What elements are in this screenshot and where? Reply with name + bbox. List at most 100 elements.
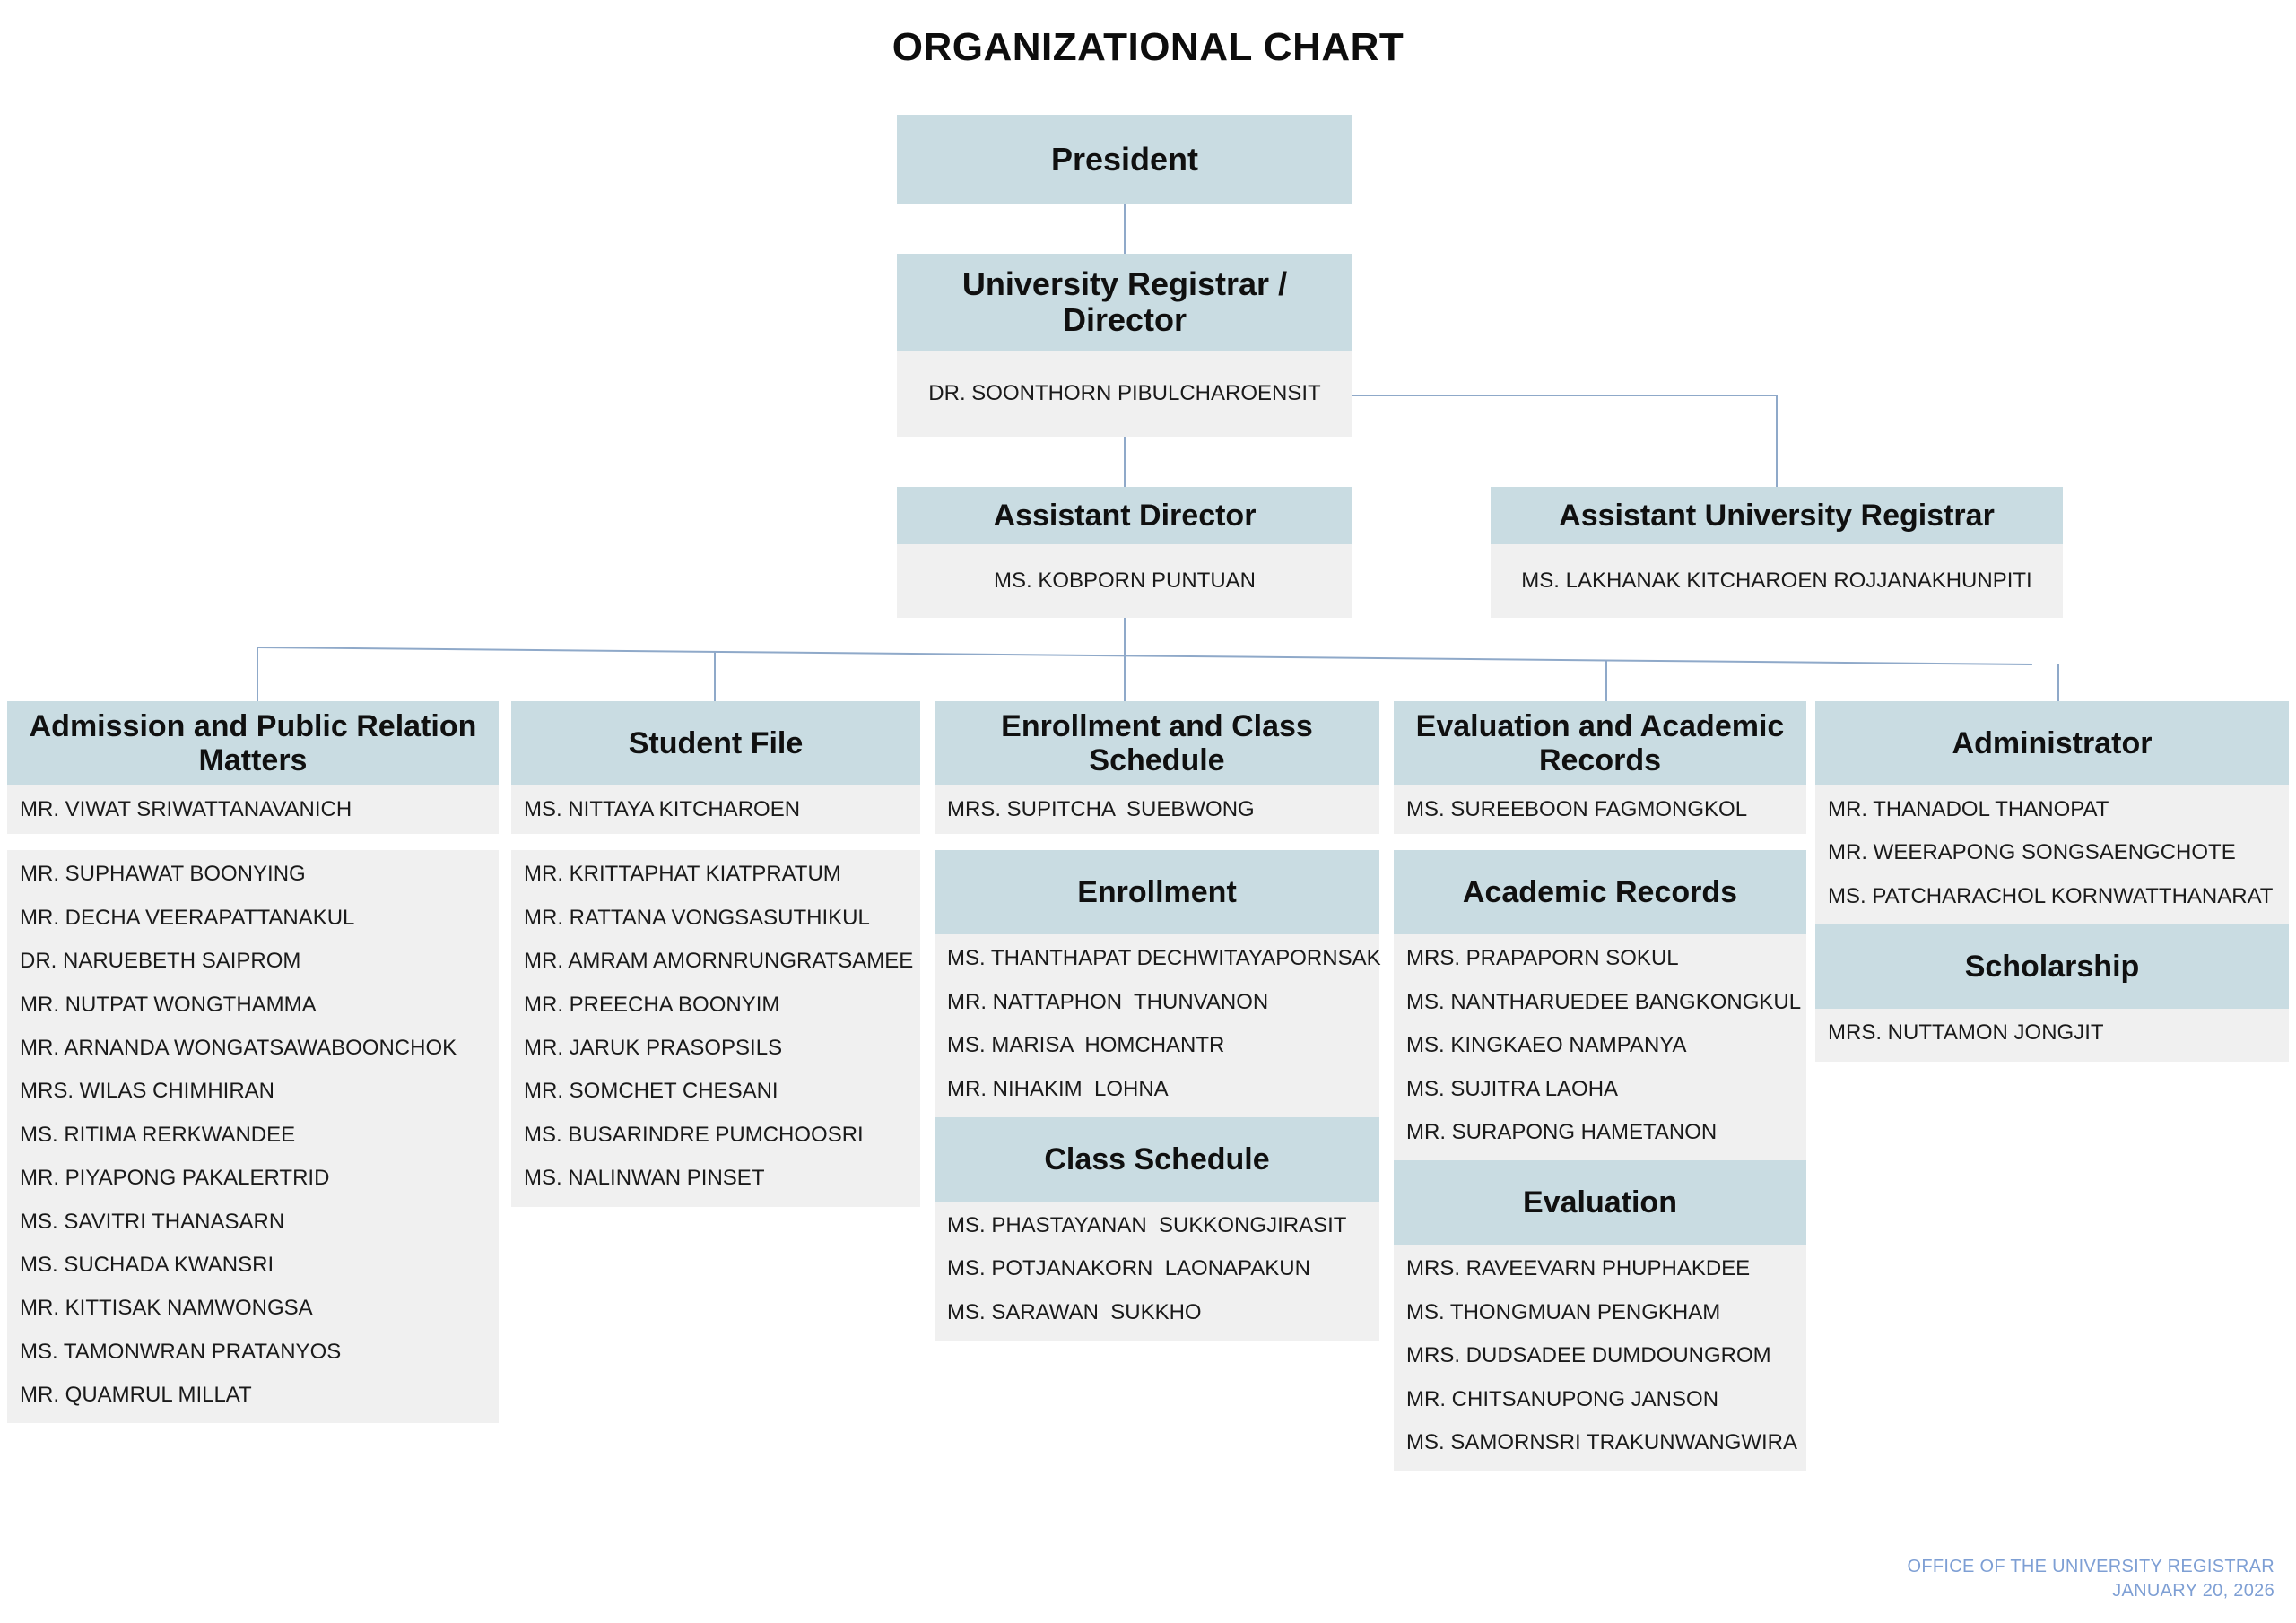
person-name: DR. SOONTHORN PIBULCHAROENSIT	[928, 380, 1321, 405]
list-item: MR. KRITTAPHAT KIATPRATUM	[524, 862, 841, 887]
list-item: MS. SARAWAN SUKKHO	[947, 1299, 1202, 1324]
list-item: MR. ARNANDA WONGATSAWABOONCHOK	[20, 1035, 457, 1060]
list-item: MR. SOMCHET CHESANI	[524, 1079, 778, 1104]
list-item: MR. AMRAM AMORNRUNGRATSAMEE	[524, 949, 914, 974]
department-header: Administrator	[1815, 701, 2289, 785]
list-item: MR. SURAPONG HAMETANON	[1406, 1119, 1718, 1144]
connector-registrar-to-assistant-registrar-vertical	[1776, 395, 1778, 487]
list-item: MS. KINGKAEO NAMPANYA	[1406, 1033, 1687, 1058]
connector-drop-admission	[257, 647, 258, 701]
list-item: MR. JARUK PRASOPSILS	[524, 1035, 783, 1060]
list-item: MR. KITTISAK NAMWONGSA	[20, 1296, 313, 1321]
department-lead: MR. VIWAT SRIWATTANAVANICH	[7, 785, 499, 835]
subsection-member-list-academic-records: MRS. PRAPAPORN SOKUL MS. NANTHARUEDEE BA…	[1394, 934, 1806, 1161]
person-name: MS. KOBPORN PUNTUAN	[993, 568, 1257, 593]
list-item: MR. SUPHAWAT BOONYING	[20, 862, 306, 887]
node-assistant-director-person: MS. KOBPORN PUNTUAN	[897, 544, 1352, 618]
list-item: MRS. DUDSADEE DUMDOUNGROM	[1406, 1343, 1771, 1368]
list-item: MS. THONGMUAN PENGKHAM	[1406, 1299, 1721, 1324]
spacer	[511, 834, 920, 850]
department-administrator[interactable]: Administrator MR. THANADOL THANOPAT MR. …	[1815, 701, 2289, 1062]
list-item: MR. RATTANA VONGSASUTHIKUL	[524, 905, 870, 930]
connector-drop-administrator	[2057, 664, 2059, 701]
list-item: MS. SAVITRI THANASARN	[20, 1209, 285, 1234]
list-item: MR. PIYAPONG PAKALERTRID	[20, 1166, 330, 1191]
list-item: MS. PHASTAYANAN SUKKONGJIRASIT	[947, 1212, 1347, 1237]
list-item: MS. THANTHAPAT DECHWITAYAPORNSAK	[947, 946, 1381, 971]
node-university-registrar-person: DR. SOONTHORN PIBULCHAROENSIT	[897, 351, 1352, 437]
list-item: MR. DECHA VEERAPATTANAKUL	[20, 905, 355, 930]
list-item: MS. POTJANAKORN LAONAPAKUN	[947, 1256, 1310, 1281]
page-title: ORGANIZATIONAL CHART	[891, 25, 1405, 69]
footer-line-office: OFFICE OF THE UNIVERSITY REGISTRAR	[1907, 1557, 2274, 1576]
connector-assistant-director-stem	[1124, 618, 1126, 701]
department-enrollment-and-class-schedule[interactable]: Enrollment and Class Schedule MRS. SUPIT…	[935, 701, 1381, 1341]
person-name: MS. SUREEBOON FAGMONGKOL	[1406, 797, 1748, 821]
subsection-member-list-enrollment: MS. THANTHAPAT DECHWITAYAPORNSAK MR. NAT…	[935, 934, 1381, 1117]
list-item: MR. NUTPAT WONGTHAMMA	[20, 992, 317, 1017]
department-header: Student File	[511, 701, 920, 785]
department-student-file[interactable]: Student File MS. NITTAYA KITCHAROEN MR. …	[511, 701, 920, 1207]
connector-drop-student-file	[714, 651, 716, 701]
node-university-registrar[interactable]: University Registrar / Director	[897, 254, 1352, 351]
list-item: MS. MARISA HOMCHANTR	[947, 1033, 1225, 1058]
node-assistant-university-registrar[interactable]: Assistant University Registrar	[1491, 487, 2063, 544]
list-item: MR. CHITSANUPONG JANSON	[1406, 1386, 1719, 1411]
footer-line-date: JANUARY 20, 2026	[2112, 1581, 2274, 1601]
connector-department-bus	[256, 647, 2032, 666]
list-item: MR. NATTAPHON THUNVANON	[947, 989, 1269, 1014]
department-header: Enrollment and Class Schedule	[935, 701, 1379, 785]
department-header: Admission and Public Relation Matters	[7, 701, 499, 785]
subsection-header-evaluation: Evaluation	[1394, 1160, 1806, 1245]
subsection-member-list-evaluation: MRS. RAVEEVARN PHUPHAKDEE MS. THONGMUAN …	[1394, 1245, 1806, 1471]
node-assistant-director[interactable]: Assistant Director	[897, 487, 1352, 544]
person-name: MR. VIWAT SRIWATTANAVANICH	[20, 797, 352, 821]
list-item: MRS. NUTTAMON JONGJIT	[1828, 1020, 2104, 1046]
connector-registrar-to-assistant-registrar-horizontal	[1352, 395, 1777, 396]
person-name: MRS. SUPITCHA SUEBWONG	[947, 797, 1255, 821]
connector-president-to-registrar	[1124, 204, 1126, 254]
list-item: MS. NANTHARUEDEE BANGKONGKUL	[1406, 989, 1802, 1014]
person-name: MS. NITTAYA KITCHAROEN	[524, 797, 801, 821]
spacer	[7, 834, 499, 850]
list-item: MRS. PRAPAPORN SOKUL	[1406, 946, 1679, 971]
list-item: MS. RITIMA RERKWANDEE	[20, 1122, 296, 1147]
list-item: DR. NARUEBETH SAIPROM	[20, 949, 301, 974]
node-president[interactable]: President	[897, 115, 1352, 204]
spacer	[1394, 834, 1806, 850]
subsection-member-list-scholarship: MRS. NUTTAMON JONGJIT	[1815, 1009, 2289, 1062]
list-item: MR. WEERAPONG SONGSAENGCHOTE	[1828, 840, 2236, 865]
connector-registrar-to-assistant-director	[1124, 437, 1126, 487]
list-item: MR. QUAMRUL MILLAT	[20, 1383, 252, 1408]
department-evaluation-and-academic-records[interactable]: Evaluation and Academic Records MS. SURE…	[1394, 701, 1806, 1471]
department-lead: MS. SUREEBOON FAGMONGKOL	[1394, 785, 1806, 835]
person-name: MS. LAKHANAK KITCHAROEN ROJJANAKHUNPITI	[1521, 568, 2032, 593]
list-item: MS. BUSARINDRE PUMCHOOSRI	[524, 1122, 864, 1147]
footer: OFFICE OF THE UNIVERSITY REGISTRAR JANUA…	[1907, 1555, 2274, 1603]
subsection-header-class-schedule: Class Schedule	[935, 1116, 1379, 1202]
department-header: Evaluation and Academic Records	[1394, 701, 1806, 785]
department-lead: MRS. SUPITCHA SUEBWONG	[935, 785, 1379, 835]
list-item: MS. SUJITRA LAOHA	[1406, 1076, 1619, 1101]
department-lead: MS. NITTAYA KITCHAROEN	[511, 785, 920, 835]
subsection-header-academic-records: Academic Records	[1394, 850, 1806, 935]
department-member-list: MR. SUPHAWAT BOONYING MR. DECHA VEERAPAT…	[7, 850, 499, 1424]
department-member-list: MR. KRITTAPHAT KIATPRATUM MR. RATTANA VO…	[511, 850, 920, 1207]
connector-drop-evaluation	[1605, 660, 1607, 701]
subsection-member-list-class-schedule: MS. PHASTAYANAN SUKKONGJIRASIT MS. POTJA…	[935, 1201, 1379, 1341]
list-item: MS. TAMONWRAN PRATANYOS	[20, 1339, 342, 1364]
list-item: MRS. WILAS CHIMHIRAN	[20, 1079, 275, 1104]
list-item: MS. NALINWAN PINSET	[524, 1166, 765, 1191]
list-item: MRS. RAVEEVARN PHUPHAKDEE	[1406, 1256, 1751, 1281]
list-item: MS. SAMORNSRI TRAKUNWANGWIRA	[1406, 1429, 1798, 1454]
subsection-header-enrollment: Enrollment	[935, 850, 1379, 935]
list-item: MS. PATCHARACHOL KORNWATTHANARAT	[1828, 883, 2274, 908]
department-admission-and-public-relation-matters[interactable]: Admission and Public Relation Matters MR…	[7, 701, 499, 1424]
spacer	[935, 834, 1379, 850]
node-assistant-university-registrar-person: MS. LAKHANAK KITCHAROEN ROJJANAKHUNPITI	[1491, 544, 2063, 618]
list-item: MS. SUCHADA KWANSRI	[20, 1252, 274, 1277]
list-item: MR. NIHAKIM LOHNA	[947, 1076, 1169, 1101]
department-member-list: MR. THANADOL THANOPAT MR. WEERAPONG SONG…	[1815, 785, 2289, 925]
list-item: MR. THANADOL THANOPAT	[1828, 797, 2109, 821]
